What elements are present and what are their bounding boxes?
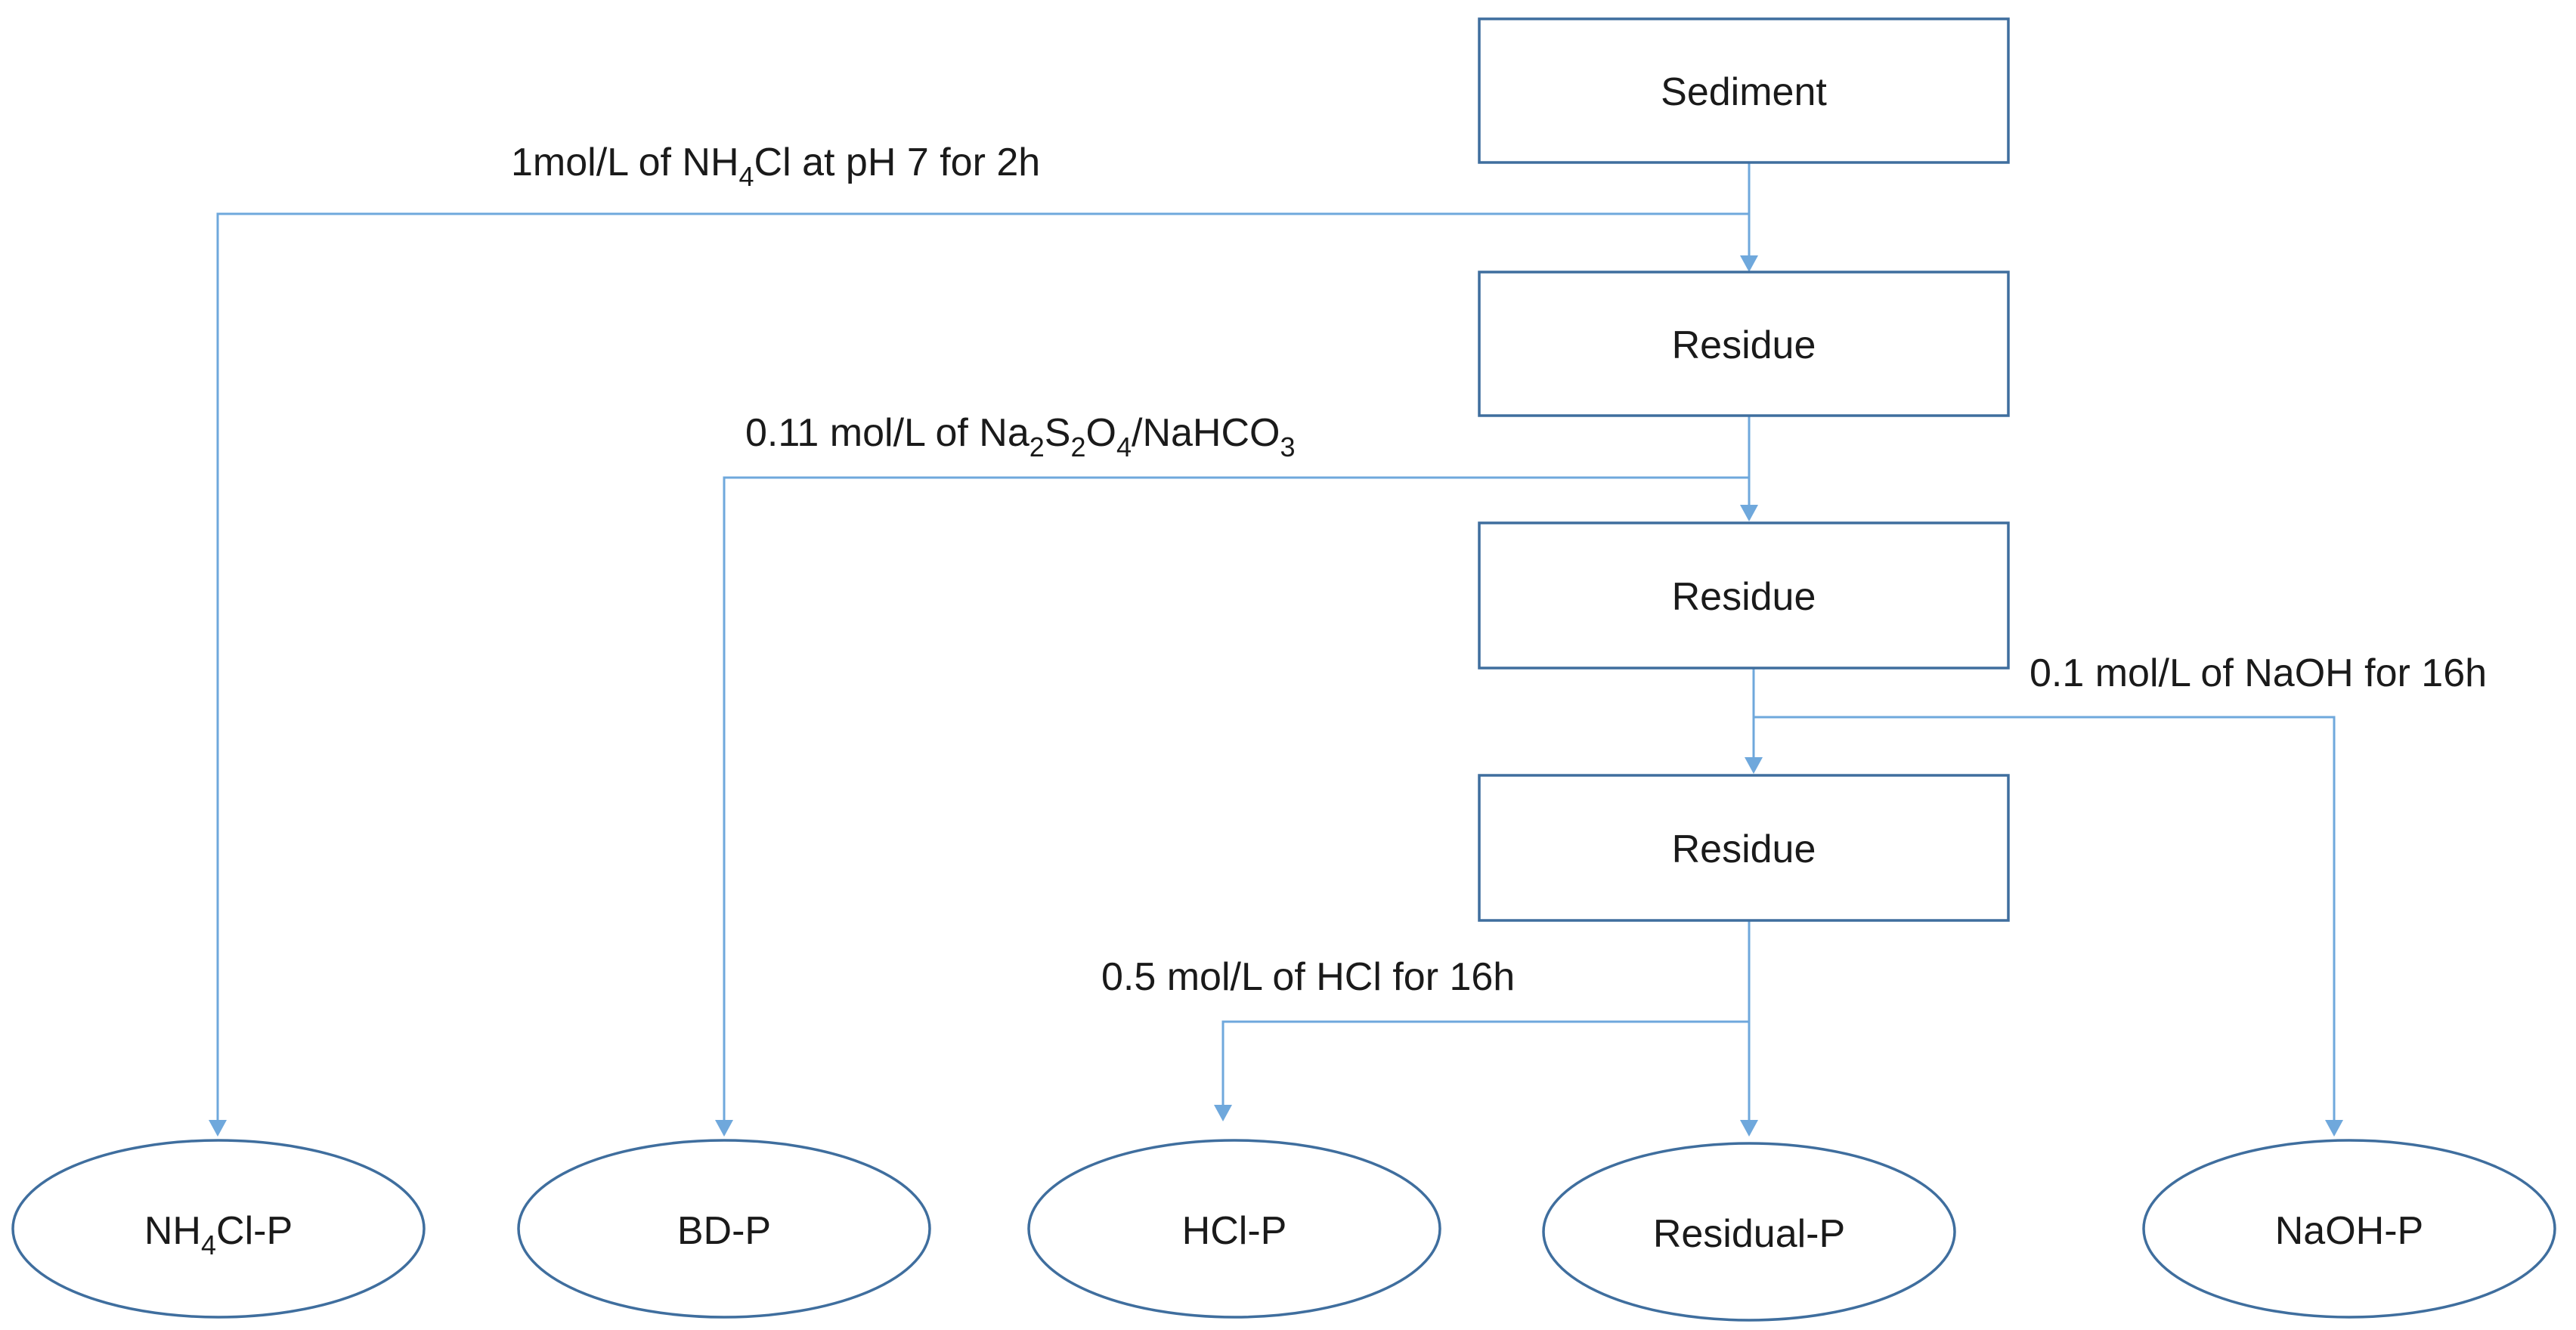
arrowhead-residue-2: [1740, 505, 1758, 521]
step-1-subscript: 4: [739, 161, 754, 192]
nh4cl-p-label: NH4Cl-P: [144, 1209, 293, 1260]
arrowhead-residual-p: [1740, 1120, 1758, 1137]
step-label-naoh: 0.1 mol/L of NaOH for 16h: [2030, 651, 2487, 695]
arrowhead-naoh-p: [2325, 1120, 2343, 1137]
bd-p-label: BD-P: [677, 1209, 771, 1253]
sediment-box: [1478, 17, 2010, 164]
residual-p-oval: [1542, 1142, 1956, 1322]
residue-label-1: Residue: [1672, 323, 1816, 367]
arrowhead-residue-3: [1745, 757, 1763, 774]
connector-branch-hcl: [1221, 1020, 1749, 1105]
residue-box-1: [1478, 271, 2010, 417]
nh4cl-p-oval: [11, 1139, 426, 1319]
nh4cl-p-subscript: 4: [201, 1229, 216, 1260]
arrowhead-bd-p: [715, 1120, 733, 1137]
step-label-nh4cl: 1mol/L of NH4Cl at pH 7 for 2h: [511, 141, 1040, 192]
residue-box-2: [1478, 521, 2010, 670]
step-2-sub-2: 2: [1070, 431, 1085, 462]
nh4cl-p-prefix: NH: [144, 1209, 201, 1253]
connector-branch-bd: [723, 476, 1749, 1120]
step-1-prefix: 1mol/L of NH: [511, 141, 739, 184]
residual-p-label: Residual-P: [1653, 1212, 1845, 1256]
connector-branch-naoh: [1754, 716, 2336, 1120]
step-label-na2s2o4-nahco3: 0.11 mol/L of Na2S2O4/NaHCO3: [745, 411, 1296, 462]
step-2-prefix: 0.11 mol/L of Na: [745, 411, 1029, 455]
step-2-sub-4: 3: [1280, 431, 1295, 462]
residue-label-3: Residue: [1672, 827, 1816, 871]
connector-branch-nh4cl: [216, 212, 1749, 1120]
residue-box-3: [1478, 774, 2010, 922]
step-2-mid-1: S: [1045, 411, 1071, 455]
bd-p-oval: [517, 1139, 931, 1319]
residue-label-2: Residue: [1672, 575, 1816, 619]
arrowhead-nh4cl-p: [209, 1120, 227, 1137]
hcl-p-label: HCl-P: [1182, 1209, 1287, 1253]
step-2-sub-3: 4: [1116, 431, 1132, 462]
hcl-p-oval: [1027, 1139, 1441, 1319]
step-label-hcl: 0.5 mol/L of HCl for 16h: [1101, 955, 1515, 999]
arrowhead-hcl-p: [1214, 1105, 1232, 1121]
nh4cl-p-suffix: Cl-P: [216, 1209, 293, 1253]
step-2-mid-3: /NaHCO: [1132, 411, 1280, 455]
step-1-suffix: Cl at pH 7 for 2h: [754, 141, 1041, 184]
step-2-mid-2: O: [1086, 411, 1116, 455]
naoh-p-label: NaOH-P: [2275, 1209, 2423, 1253]
naoh-p-oval: [2142, 1139, 2556, 1319]
arrowhead-residue-1: [1740, 255, 1758, 272]
step-2-sub-1: 2: [1029, 431, 1045, 462]
sediment-label: Sediment: [1661, 70, 1827, 114]
